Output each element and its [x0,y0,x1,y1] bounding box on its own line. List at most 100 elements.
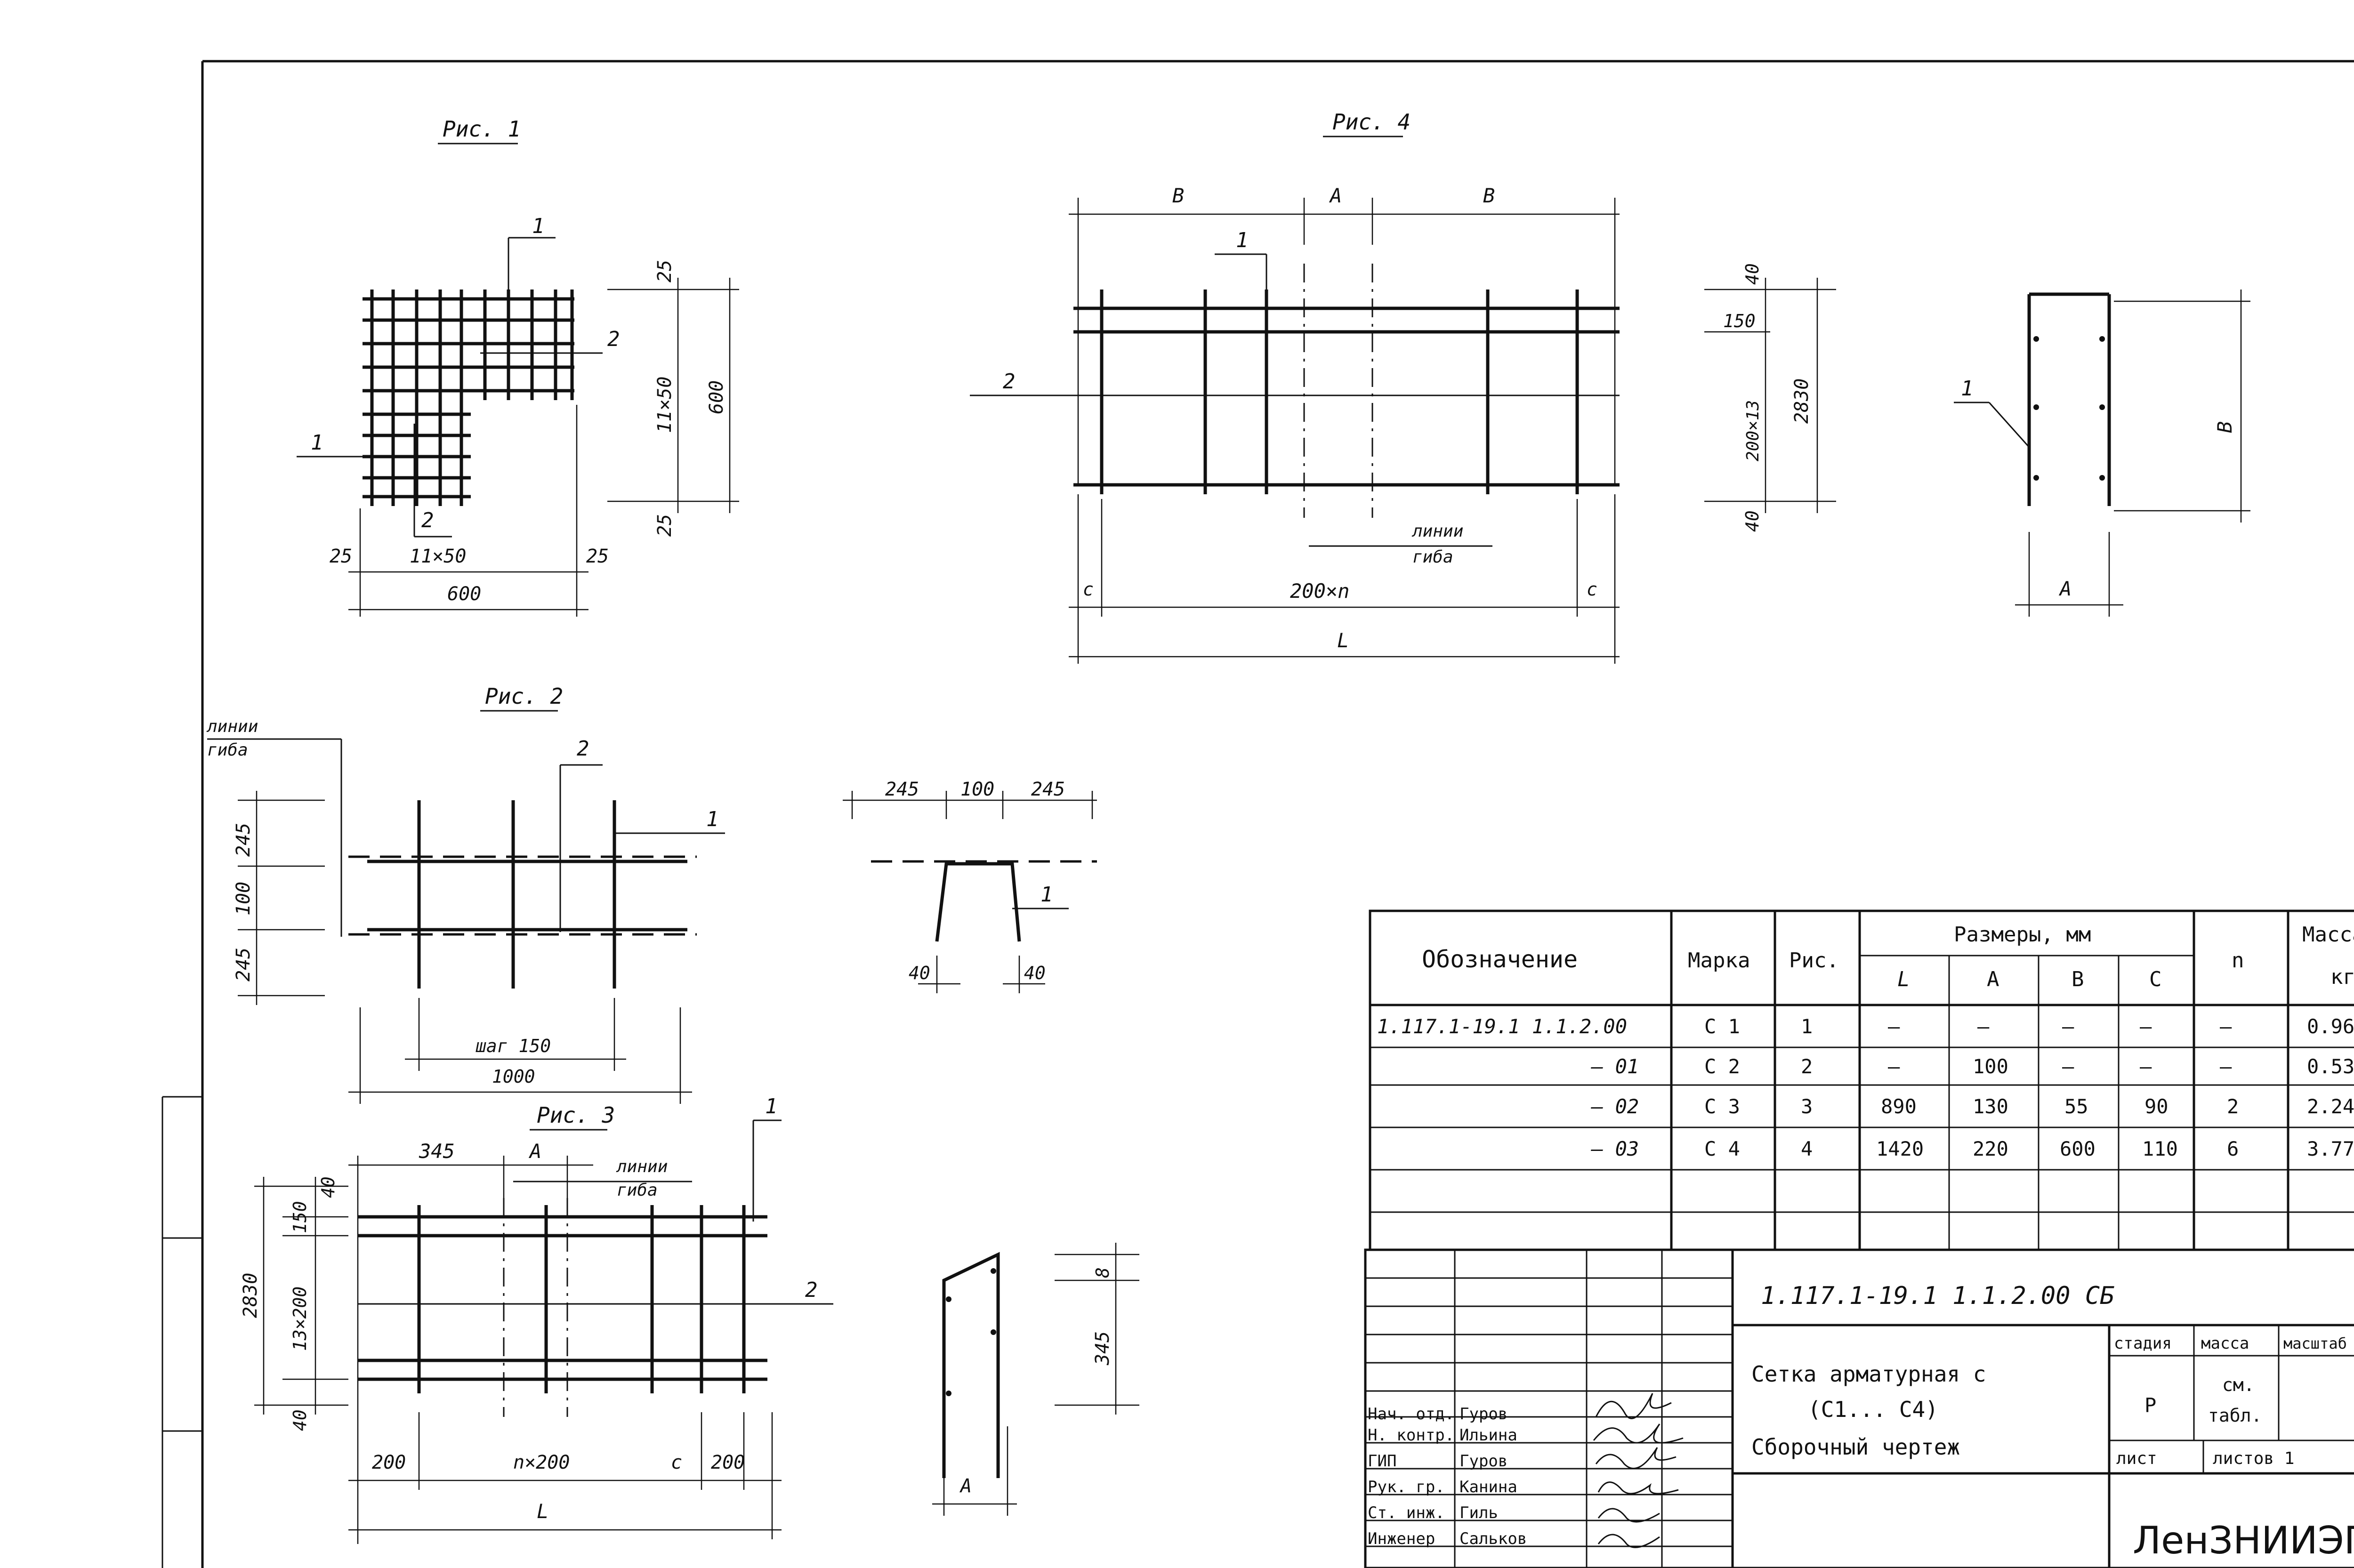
cell-mass: 0.96 [2307,1015,2354,1038]
fig4-d-A: A [1329,184,1342,207]
cell-C: — [2140,1015,2152,1038]
stage-label: стадия [2114,1334,2172,1353]
mass-value-2: табл. [2208,1405,2262,1426]
mass-label: масса [2201,1334,2249,1353]
cell-fig: 3 [1801,1095,1813,1118]
cell-B: — [2062,1015,2074,1038]
fig3-side-345: 345 [1092,1331,1113,1366]
fig2-bend2: гиба [207,740,248,760]
cell-C: — [2140,1055,2152,1078]
cell-L: 1420 [1876,1137,1924,1160]
cell-A: 220 [1973,1137,2008,1160]
fig4-d-L: L [1337,629,1349,652]
fig4-d-c2: c [1587,579,1597,600]
fig4-title: Рис. 4 [1332,109,1411,135]
fig4-v-200x13: 200×13 [1743,400,1763,461]
cell-fig: 1 [1801,1015,1813,1038]
signer-name: Гуров [1459,1452,1508,1471]
fig3-side-A: A [959,1475,972,1497]
doc-code: 1.117.1-19.1 1.1.2.00 СБ [1761,1282,2114,1310]
fig2-v-100: 100 [233,882,254,916]
fig4-d-B2: B [1483,184,1495,207]
fig2-profile-245a: 245 [885,779,919,800]
signer-row: Н. контр. Ильина [1368,1426,1517,1445]
cell-L: — [1888,1055,1900,1078]
fig1-d-11x50: 11×50 [410,546,466,567]
hdr-L: L [1897,967,1910,991]
hdr-mass: Масса, [2302,923,2354,947]
signer-name: Гуров [1459,1405,1508,1423]
fig2-pos2: 2 [577,737,589,761]
fig1-pos-a: 1 [532,214,545,238]
fig2-profile-40a: 40 [909,963,930,983]
hdr-designation: Обозначение [1422,946,1578,973]
table-row: – 01 С 2 2 — 100 — — — 0.53 [1590,1055,2354,1078]
cell-mark: С 2 [1704,1055,1740,1078]
fig3-v-13x200: 13×200 [290,1287,310,1351]
fig3-v-40b: 40 [290,1409,310,1431]
fig4-sec-A: A [2058,577,2072,600]
fig4-pos1: 1 [1236,228,1249,252]
fig1-v-25b: 25 [654,514,676,537]
fig3-d-200b: 200 [711,1452,745,1473]
cell-C: 110 [2142,1137,2178,1160]
fig3-v-40a: 40 [318,1176,339,1198]
cell-C: 90 [2144,1095,2169,1118]
cell-A: — [1977,1015,1990,1038]
fig3-d-200a: 200 [372,1452,406,1473]
fig1-d-25b: 25 [586,546,609,567]
cell-mark: С 4 [1704,1137,1740,1160]
signer-role: Нач. отд. [1368,1405,1454,1423]
org-name: ЛенЗНИИЭП [2133,1519,2354,1562]
fig3-d-A: A [528,1140,541,1163]
signer-role: ГИП [1368,1452,1396,1471]
stage-value: Р [2144,1394,2156,1417]
fig4-v-150: 150 [1723,311,1756,331]
figure-3: Рис. 3 345 A линии гиба 1 2 2830 [240,1094,1139,1544]
signer-row: Рук. гр. Канина [1368,1478,1517,1496]
sheets-label: листов 1 [2213,1449,2294,1468]
fig4-pos2: 2 [1003,370,1016,394]
fig3-pos2: 2 [805,1278,818,1302]
hdr-A: A [1987,967,1999,991]
signer-row: ГИП Гуров [1368,1452,1508,1471]
fig4-bend1: линии [1411,522,1463,541]
fig1-v-11x50: 11×50 [654,377,676,433]
cell-designation: – 03 [1590,1137,1639,1160]
cell-n: — [2220,1055,2232,1078]
hdr-mass-unit: кг [2330,965,2354,989]
mass-value-1: см. [2222,1375,2255,1395]
fig3-v-150: 150 [290,1201,310,1233]
fig4-bend2: гиба [1412,547,1453,567]
fig3-d-345: 345 [419,1140,455,1163]
signer-role: Рук. гр. [1368,1478,1445,1496]
fig2-profile-245b: 245 [1031,779,1065,800]
cell-L: 890 [1881,1095,1917,1118]
fig2-step: шаг 150 [476,1036,551,1056]
fig2-profile-40b: 40 [1024,963,1046,983]
cell-fig: 2 [1801,1055,1813,1078]
scale-label: масштаб [2283,1335,2347,1352]
cell-A: 130 [1973,1095,2008,1118]
cell-fig: 4 [1801,1137,1813,1160]
signer-role: Ст. инж. [1368,1504,1445,1522]
cell-B: — [2062,1055,2074,1078]
fig4-v-40b: 40 [1742,510,1763,532]
signer-name: Канина [1459,1478,1517,1496]
cell-mark: С 1 [1704,1015,1740,1038]
fig3-v-2830: 2830 [240,1273,261,1318]
cell-L: — [1888,1015,1900,1038]
fig1-v-600: 600 [706,380,727,414]
signer-row: Ст. инж. Гиль [1368,1504,1498,1522]
fig4-d-c1: c [1083,579,1094,600]
hdr-C: C [2149,967,2162,991]
cell-mass: 2.24 [2307,1095,2354,1118]
fig4-sec-pos: 1 [1961,377,1974,401]
cell-mass: 3.77 [2307,1137,2354,1160]
title-line2: (С1... С4) [1808,1397,1938,1422]
fig1-d-25a: 25 [330,546,352,567]
hdr-sizes: Размеры, мм [1954,923,2091,947]
fig3-bend1: линии [616,1157,668,1176]
